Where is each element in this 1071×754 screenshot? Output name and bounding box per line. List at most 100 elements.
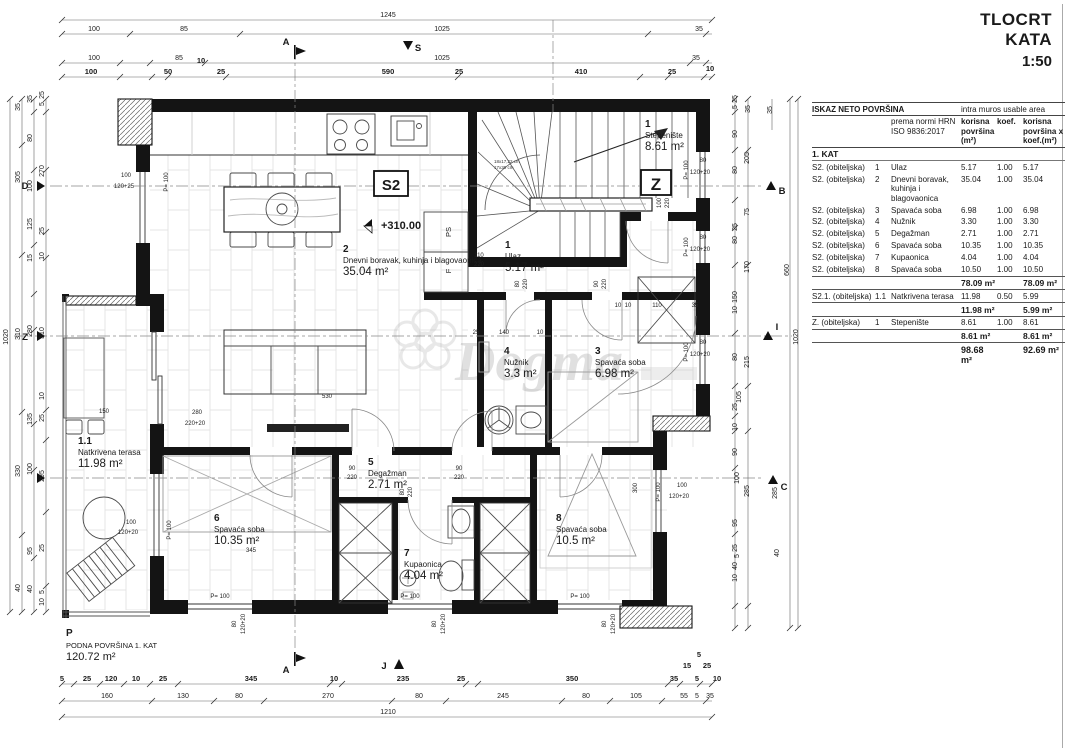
opening-label: 10 <box>537 330 544 336</box>
col-area: 98.68 m² <box>961 344 984 366</box>
dimension-label: 280 <box>27 325 34 337</box>
col-area-koef: 5.99 <box>1023 291 1039 301</box>
opening-label: 220 <box>523 278 529 289</box>
col-name: Degažman <box>891 229 930 239</box>
opening-label: 80 <box>700 235 707 241</box>
col-header-area-koef: korisna površina x koef.(m²) <box>1023 117 1064 146</box>
col-area-koef: 2.71 <box>1023 229 1039 239</box>
col-header-koef: koef. <box>997 117 1016 127</box>
dimension-label: 10 <box>39 252 46 260</box>
room-area: 10.35 m² <box>214 535 260 547</box>
room-area: 6.98 m² <box>595 368 634 380</box>
dimension-label: 100 <box>734 472 741 484</box>
table-caption-en: intra muros usable area <box>961 104 1046 114</box>
room-area: 5.17 m² <box>505 262 544 274</box>
col-name <box>891 343 961 367</box>
col-num <box>875 277 891 290</box>
dimension-label: 100 <box>88 55 100 62</box>
dimension-label: 85 <box>180 26 188 33</box>
dimension-label: 75 <box>744 208 751 216</box>
dimension-label: 1025 <box>434 26 450 33</box>
col-name: Spavaća soba <box>891 205 942 215</box>
col-num: 2 <box>875 174 880 184</box>
opening-label: 150 <box>99 409 110 415</box>
dimension-label: 100 <box>27 180 34 192</box>
col-koef: 1.00 <box>997 174 1013 184</box>
unit-box-label: S2 <box>382 177 400 194</box>
dimension-label: 125 <box>27 218 34 230</box>
col-koef: 0.50 <box>997 291 1013 301</box>
table-header-row: prema normi HRN ISO 9836:2017 korisna po… <box>812 116 1065 148</box>
floor-area: 120.72 m² <box>66 651 116 663</box>
dimension-label: 95 <box>732 519 739 527</box>
opening-label: P= 100 <box>167 520 173 540</box>
opening-label: P= 100 <box>684 342 690 362</box>
opening-label: P= 100 <box>400 594 420 600</box>
dimension-label: 35 <box>695 26 703 33</box>
col-type: S2. (obiteljska) <box>812 241 865 251</box>
col-num <box>875 303 891 316</box>
col-koef <box>997 303 1023 316</box>
col-area-koef: 92.69 m² <box>1023 344 1060 355</box>
col-header-norm: prema normi HRN ISO 9836:2017 <box>891 117 956 136</box>
col-area-koef: 5.99 m² <box>1023 304 1053 315</box>
dimension-label: 10 <box>330 674 338 683</box>
dimension-label: 410 <box>575 67 588 76</box>
opening-label: 18x17,22 cm <box>494 159 520 164</box>
dimension-label: 120 <box>105 674 118 683</box>
dimension-label: 25 <box>159 674 167 683</box>
dimension-label: 305 <box>15 171 22 183</box>
opening-label: 120+20 <box>611 613 617 634</box>
table-row: 98.68 m² 92.69 m² <box>812 343 1065 367</box>
walls <box>62 99 710 618</box>
dimension-label: 25 <box>217 67 225 76</box>
col-area: 2.71 <box>961 229 977 239</box>
col-area: 11.98 <box>961 291 981 301</box>
opening-label: 110 <box>652 303 662 309</box>
dimension-label: 310 <box>15 328 22 340</box>
col-name <box>891 303 961 316</box>
dimension-label: 80 <box>732 236 739 244</box>
col-koef: 1.00 <box>997 217 1013 227</box>
room-name: Spavaća soba <box>595 358 646 367</box>
floor-area-note: P PODNA POVRŠINA 1. KAT 120.72 m² <box>66 628 158 663</box>
col-num: 3 <box>875 205 880 215</box>
col-koef: 1.00 <box>997 229 1013 239</box>
room-number: 8 <box>556 513 562 524</box>
room-area: 10.5 m² <box>556 535 595 547</box>
dimension-label: 25 <box>732 544 739 552</box>
opening-label: PS <box>444 227 453 237</box>
dimension-label: 10 <box>706 64 714 73</box>
dimension-ticks <box>6 16 802 721</box>
opening-label: 120+20 <box>241 613 247 634</box>
dimension-label: 5 <box>695 674 699 683</box>
col-koef: 1.00 <box>997 162 1013 172</box>
room-name: Stepenište <box>645 131 683 140</box>
dimension-lines <box>9 19 799 718</box>
dimension-label: 270 <box>39 165 46 177</box>
section-marker-letter: I <box>776 322 779 333</box>
dimension-label: 10 <box>132 674 140 683</box>
dimension-label: 15 <box>27 254 34 262</box>
opening-label: 110 <box>474 253 484 259</box>
dimension-label: 25 <box>455 67 463 76</box>
col-area-koef: 6.98 <box>1023 205 1039 215</box>
dimension-label: 100 <box>85 67 98 76</box>
dimension-label: 100 <box>88 26 100 33</box>
col-type <box>812 277 875 290</box>
table-section-label: 1. KAT <box>812 149 839 160</box>
col-area: 10.50 <box>961 265 982 275</box>
dimension-label: 10 <box>39 598 46 606</box>
dimension-label: 205 <box>744 152 751 164</box>
dimension-label: 295 <box>39 470 46 482</box>
dimension-label: 170 <box>744 261 751 273</box>
room-name: Nužnik <box>504 358 529 367</box>
section-marker-letter: B <box>779 186 786 197</box>
dimension-label: 245 <box>497 693 509 700</box>
dimension-label: 25 <box>732 95 739 103</box>
dimension-label: 35 <box>27 95 34 103</box>
